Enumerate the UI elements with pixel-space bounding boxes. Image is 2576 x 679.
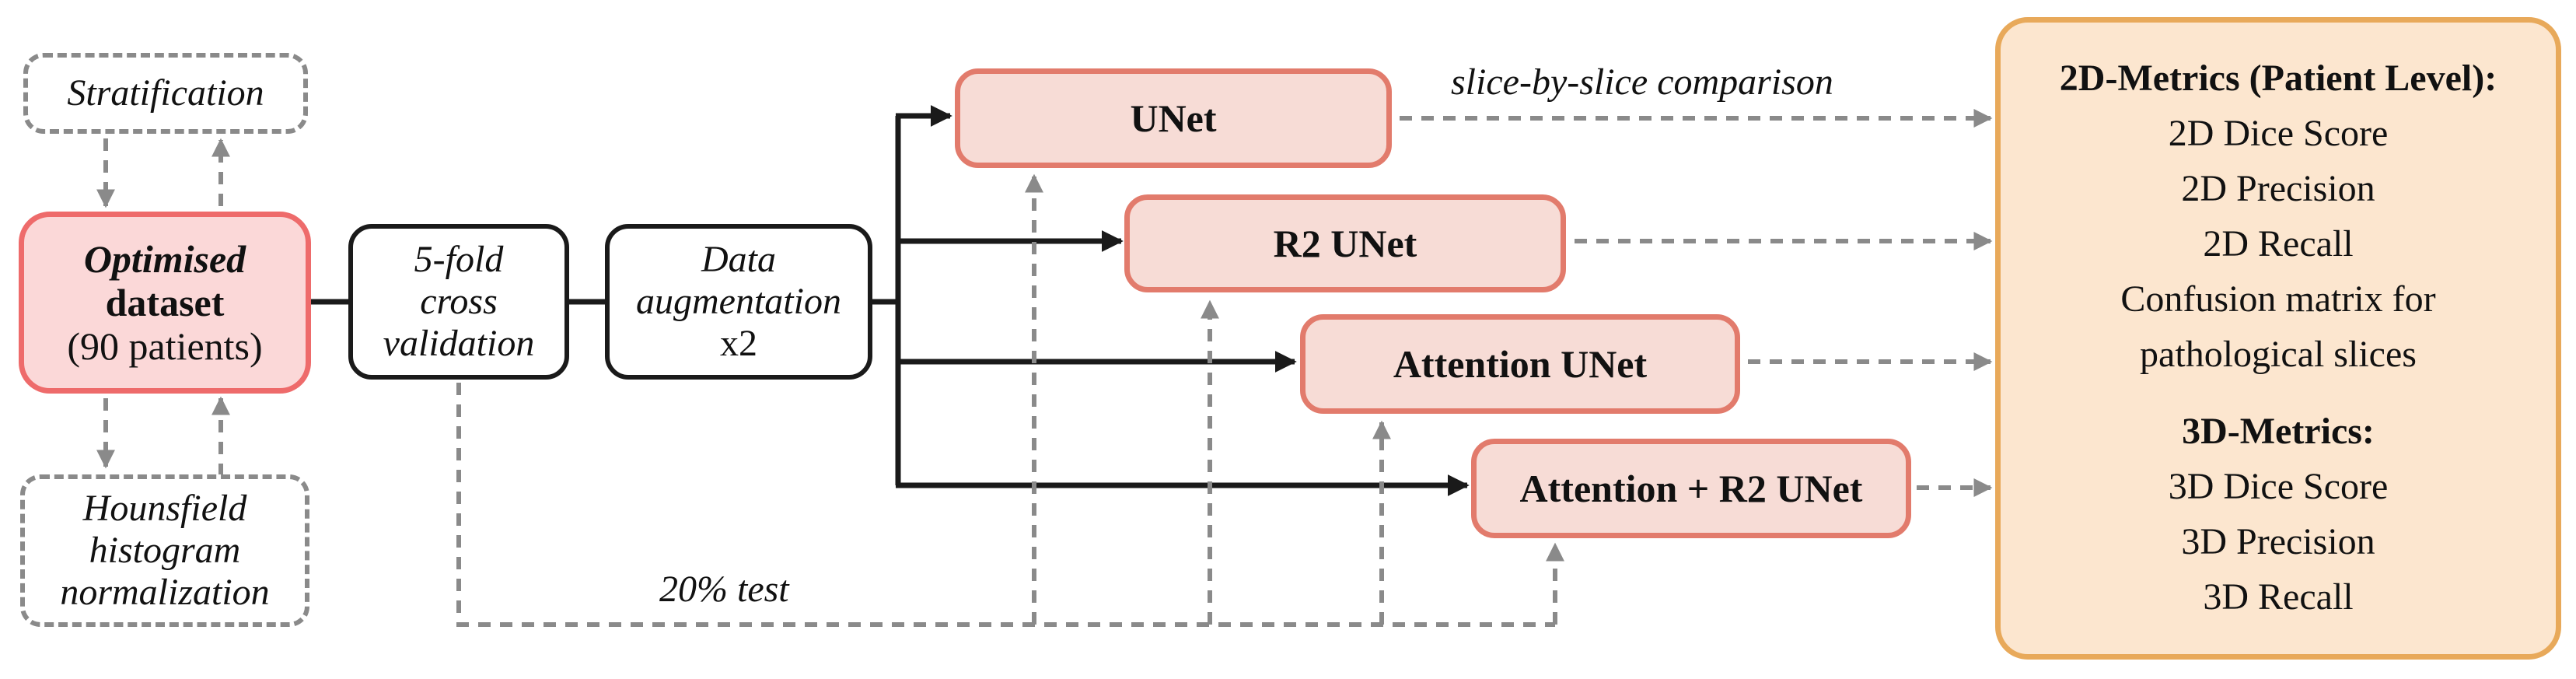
crossval-line-2: cross	[420, 281, 498, 323]
dataset-patient-count: (90 patients)	[67, 324, 263, 368]
crossval-line-1: 5-fold	[414, 239, 504, 281]
stratification-label: Stratification	[67, 72, 264, 114]
metric-2d-precision: 2D Precision	[2181, 168, 2375, 210]
metric-3d-precision: 3D Precision	[2181, 521, 2375, 563]
metric-2d-recall: 2D Recall	[2203, 223, 2354, 265]
augment-line-2: augmentation	[636, 281, 841, 323]
model-unet-label: UNet	[1130, 96, 1217, 140]
dataset-box: Optimised dataset (90 patients)	[19, 212, 311, 394]
crossval-line-3: validation	[383, 322, 535, 364]
model-attention-r2-unet-box: Attention + R2 UNet	[1471, 439, 1911, 538]
hounsfield-line-1: Hounsfield	[82, 488, 247, 530]
metrics-panel: 2D-Metrics (Patient Level): 2D Dice Scor…	[1995, 17, 2561, 660]
augment-line-1: Data	[701, 239, 776, 281]
model-r2-unet-label: R2 UNet	[1273, 222, 1417, 265]
test-split-label: 20% test	[659, 569, 789, 610]
hounsfield-line-2: histogram	[89, 530, 241, 572]
model-attention-unet-label: Attention UNet	[1393, 342, 1648, 386]
metric-pathological-slices: pathological slices	[2140, 334, 2417, 376]
metric-3d-dice: 3D Dice Score	[2168, 466, 2389, 508]
cross-validation-box: 5-fold cross validation	[348, 224, 569, 380]
model-attention-unet-box: Attention UNet	[1300, 314, 1740, 414]
dataset-title: Optimised	[83, 237, 246, 281]
hounsfield-box: Hounsfield histogram normalization	[20, 474, 309, 627]
slice-comparison-label: slice-by-slice comparison	[1451, 61, 1833, 103]
metrics-3d-title: 3D-Metrics:	[2182, 411, 2375, 453]
dataset-subtitle: dataset	[105, 281, 225, 324]
metric-3d-recall: 3D Recall	[2203, 576, 2354, 618]
test-split-line	[456, 383, 1555, 627]
augmentation-box: Data augmentation x2	[605, 224, 872, 380]
hounsfield-line-3: normalization	[60, 571, 270, 613]
metric-confusion-matrix: Confusion matrix for	[2120, 278, 2436, 320]
metric-2d-dice: 2D Dice Score	[2168, 113, 2389, 155]
model-attention-r2-unet-label: Attention + R2 UNet	[1519, 467, 1863, 510]
stratification-box: Stratification	[23, 53, 308, 134]
augment-factor: x2	[720, 322, 757, 364]
model-r2-unet-box: R2 UNet	[1124, 194, 1566, 292]
model-unet-box: UNet	[955, 68, 1392, 168]
metrics-2d-title: 2D-Metrics (Patient Level):	[2059, 58, 2497, 99]
